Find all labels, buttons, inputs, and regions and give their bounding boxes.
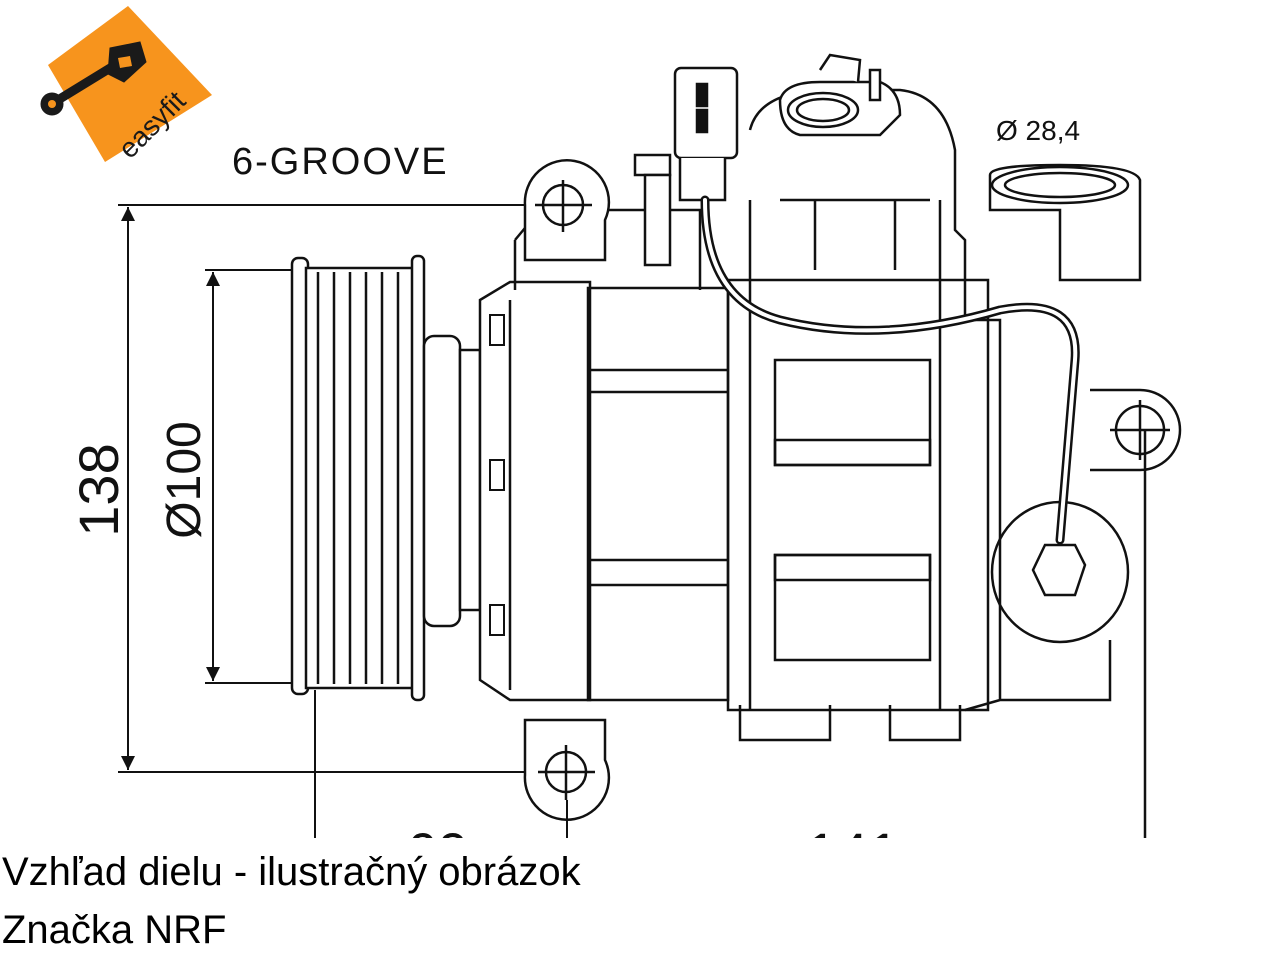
- mounting-ear-top: [523, 159, 611, 262]
- bottom-right-dimension: 141: [806, 821, 899, 840]
- front-bolts: [489, 314, 505, 636]
- suction-port: [778, 53, 902, 137]
- height-dimension-label: 138: [67, 443, 130, 536]
- mounting-ear-bottom: [523, 718, 611, 821]
- compressor-body: [478, 88, 1182, 838]
- sensor-wire: [700, 195, 1080, 545]
- height-dimension: [118, 204, 560, 773]
- electrical-connector: [633, 66, 739, 267]
- easyfit-badge: easyfit: [40, 6, 212, 164]
- bottom-dimension-lines: [314, 690, 568, 838]
- wrench-icon: [40, 41, 147, 116]
- illustration-caption: Vzhľad dielu - ilustračný obrázok: [2, 850, 581, 894]
- pulley-diameter-label: Ø100: [158, 421, 211, 538]
- pulley: [290, 254, 482, 702]
- port-diameter-label: Ø 28,4: [996, 115, 1080, 146]
- groove-label: 6-GROOVE: [232, 141, 449, 183]
- brand-caption: Značka NRF: [2, 908, 227, 952]
- bottom-left-dimension: 60: [406, 821, 468, 840]
- compressor-technical-drawing: easyfit 6-GROOVE Ø 28,4 138 Ø100: [40, 6, 1182, 840]
- pulley-diameter-dimension: [205, 269, 300, 684]
